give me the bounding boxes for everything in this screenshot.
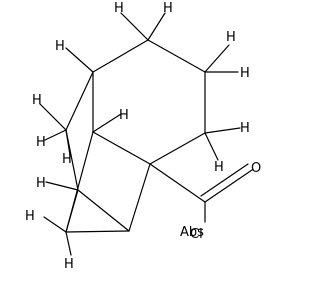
hydrogen-label: H <box>226 30 236 45</box>
hydrogen-label: H <box>240 66 250 81</box>
molecule-diagram: H H H H H H H H H H H H H H O Cl Abs <box>25 1 261 272</box>
abs-stereo-label: Abs <box>180 225 204 240</box>
hydrogen-labels: H H H H H H H H H H H H H H <box>25 1 250 272</box>
hydrogen-label: H <box>55 39 65 54</box>
hydrogen-label: H <box>214 160 224 175</box>
bond-skeleton <box>39 12 253 256</box>
hydrogen-label: H <box>119 108 129 123</box>
hydrogen-label: H <box>64 257 74 272</box>
chlorine-label: Cl <box>190 227 203 242</box>
oxygen-label: O <box>251 161 261 176</box>
hydrogen-label: H <box>62 152 72 167</box>
hydrogen-label: H <box>163 1 173 16</box>
hydrogen-label: H <box>240 121 250 136</box>
hydrogen-label: H <box>25 209 35 224</box>
hydrogen-label: H <box>36 176 46 191</box>
hydrogen-label: H <box>114 1 124 16</box>
molecule-structure-canvas: H H H H H H H H H H H H H H O Cl Abs <box>25 1 261 272</box>
hydrogen-label: H <box>36 135 46 150</box>
hydrogen-label: H <box>32 93 42 108</box>
